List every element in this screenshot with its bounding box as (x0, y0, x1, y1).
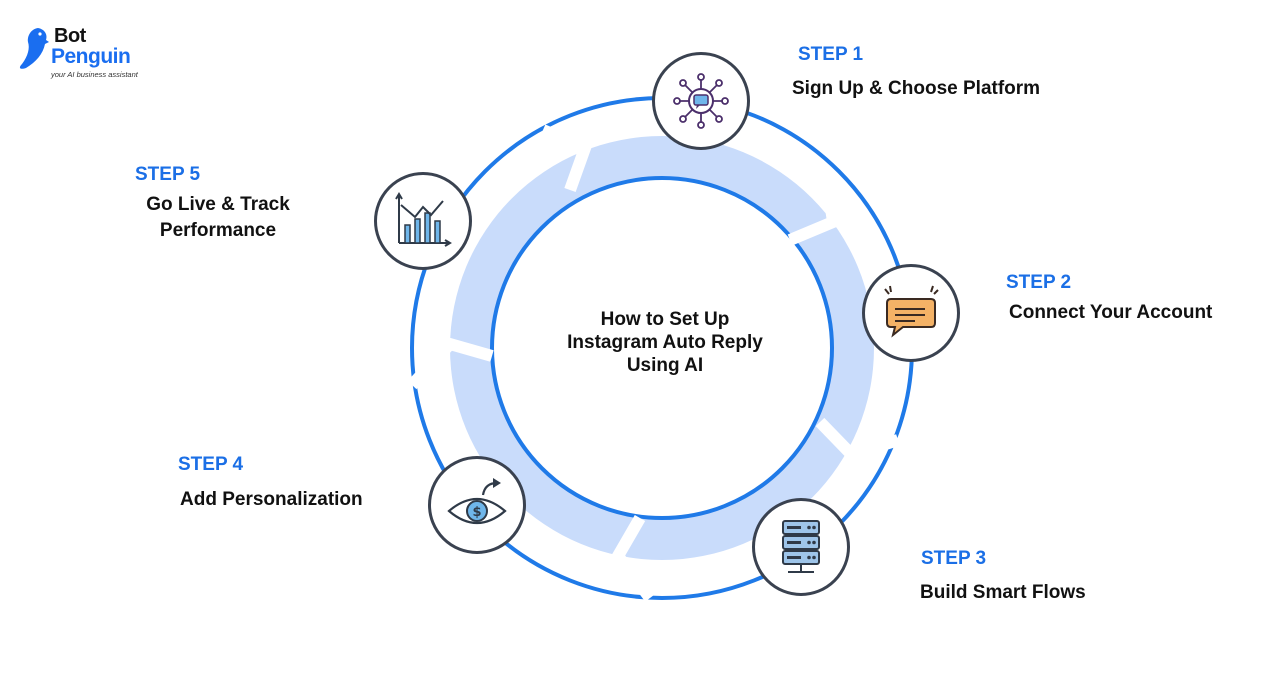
step-5-label: STEP 5 (135, 164, 201, 185)
step-5-text-line1: Go Live & Track (146, 194, 290, 215)
penguin-logo-icon (19, 28, 49, 69)
step-2-text: Connect Your Account (1009, 302, 1213, 323)
step-4-text: Add Personalization (180, 489, 363, 510)
network-chat-icon (673, 73, 729, 129)
diagram-title: How to Set Up Instagram Auto Reply Using… (510, 308, 820, 377)
step-5-node (374, 172, 472, 270)
step-3-text: Build Smart Flows (920, 582, 1086, 603)
segment-separator (815, 417, 900, 462)
ring-inner-edge (490, 176, 834, 520)
segment-separator (787, 171, 840, 246)
diagram-title-line1: How to Set Up (600, 309, 730, 330)
step-2-label: STEP 2 (1006, 272, 1072, 293)
brand-name-line2: Penguin (51, 45, 131, 68)
step-3-label: STEP 3 (921, 548, 987, 569)
step-4-node: $ (428, 456, 526, 554)
brand-name-line1: Bot (54, 25, 86, 47)
brand-tagline: your AI business assistant (51, 70, 138, 79)
server-icon (782, 520, 820, 573)
segment-separator (610, 514, 655, 602)
step-1-node (652, 52, 750, 150)
step-5-text: Go Live & Track Performance (128, 192, 308, 244)
segment-separator (407, 337, 494, 390)
growth-chart-icon (395, 192, 452, 247)
eye-dollar-icon: $ (447, 478, 507, 524)
chat-bubble-icon (884, 285, 939, 338)
diagram-title-line3: Using AI (626, 355, 704, 376)
step-3-node (752, 498, 850, 596)
step-4-label: STEP 4 (178, 454, 244, 475)
segment-separator (540, 124, 593, 193)
step-1-text: Sign Up & Choose Platform (792, 78, 1041, 99)
step-2-node (862, 264, 960, 362)
svg-text:$: $ (472, 505, 481, 520)
step-5-text-line2: Performance (159, 220, 277, 241)
step-1-label: STEP 1 (798, 44, 864, 65)
brand-logo: Bot Penguin your AI business assistant (18, 24, 158, 84)
diagram-title-line2: Instagram Auto Reply (567, 332, 763, 353)
